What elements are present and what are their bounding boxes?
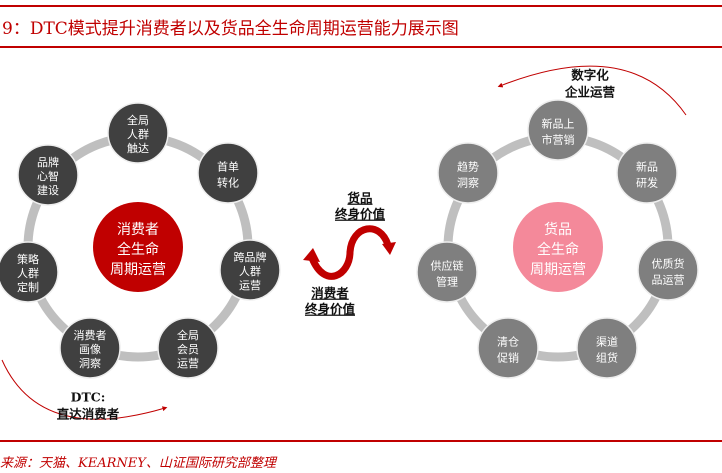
left-center-label: 消费者全生命周期运营: [110, 222, 166, 278]
digital-arc-arrow: [497, 65, 687, 116]
right-node-label: 清仓促销: [497, 335, 519, 365]
right-node-label: 渠道组货: [596, 335, 618, 365]
left-node-3: [157, 317, 219, 379]
left-node-label: 全局人群触达: [127, 113, 149, 155]
left-node-label: 策略人群定制: [17, 252, 39, 294]
right-center-circle: [513, 202, 603, 292]
goods-lifetime-value-label: 货品终身价值: [335, 191, 386, 222]
right-node-4: [477, 317, 539, 379]
consumer-lifetime-value-label: 消费者终身价值: [305, 286, 356, 317]
right-center-label: 货品全生命周期运营: [530, 221, 586, 278]
left-node-1: [197, 142, 259, 204]
dtc-arc-arrow: [1, 359, 168, 420]
left-node-5: [0, 241, 59, 303]
right-node-label: 新品研发: [636, 160, 658, 190]
digital-ops-label: 数字化企业运营: [564, 67, 616, 99]
left-node-2: [219, 239, 281, 301]
right-node-label: 趋势洞察: [457, 161, 479, 190]
left-node-label: 首单转化: [217, 160, 239, 190]
bottom-rule: [0, 440, 722, 442]
title-rule: [0, 46, 722, 48]
left-node-0: [107, 102, 169, 164]
left-node-label: 全局会员运营: [177, 328, 199, 370]
right-node-label: 新品上市营销: [542, 117, 575, 147]
exchange-s-arrow: [308, 225, 392, 280]
right-node-5: [416, 241, 478, 303]
right-node-label: 优质货品运营: [652, 257, 685, 287]
right-node-2: [637, 239, 699, 301]
dtc-label: DTC:直达消费者: [57, 389, 120, 421]
left-node-4: [59, 317, 121, 379]
right-node-3: [576, 317, 638, 379]
right-node-6: [437, 142, 499, 204]
left-center-circle: [93, 202, 183, 292]
source-note: 来源：天猫、KEARNEY、山证国际研究部整理: [0, 456, 276, 471]
top-rule: [0, 5, 722, 7]
left-node-label: 跨品牌人群运营: [234, 250, 267, 292]
right-node-label: 供应链管理: [431, 259, 464, 289]
right-node-0: [527, 99, 589, 161]
right-node-1: [616, 142, 678, 204]
left-node-6: [17, 144, 79, 206]
arrowhead-left: [303, 248, 320, 262]
figure-title: 9：DTC模式提升消费者以及货品全生命周期运营能力展示图: [2, 19, 459, 39]
arrowhead-right: [382, 242, 396, 255]
left-node-label: 消费者画像洞察: [74, 328, 107, 370]
left-node-label: 品牌心智建设: [37, 155, 59, 197]
